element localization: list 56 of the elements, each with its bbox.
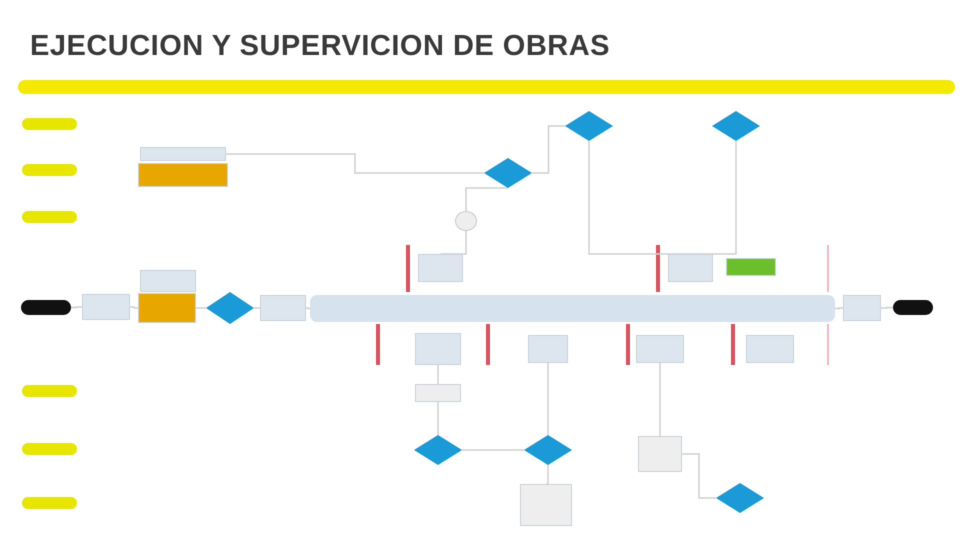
diagram-title: EJECUCION Y SUPERVICION DE OBRAS (30, 30, 610, 63)
process-box (638, 436, 682, 472)
band (310, 295, 835, 322)
process-box (418, 254, 463, 282)
decision-diamond (206, 292, 254, 324)
connector-line (462, 449, 524, 451)
connector-line (690, 141, 737, 255)
process-box (82, 294, 130, 320)
process-box (746, 335, 794, 363)
connector-line (465, 187, 508, 211)
terminal-pill (893, 300, 933, 315)
process-box (843, 295, 881, 321)
connector-line (835, 307, 843, 310)
process-box (138, 293, 196, 323)
process-box (528, 335, 568, 363)
connector-line (437, 365, 439, 384)
terminal-pill (21, 300, 71, 315)
process-box (668, 254, 713, 282)
connector-line (682, 453, 716, 499)
connector-line (440, 231, 467, 255)
process-box (22, 385, 77, 397)
decision-diamond (716, 483, 764, 513)
process-box (520, 484, 572, 526)
decision-diamond (414, 435, 462, 465)
process-box (415, 333, 461, 365)
connector-line (437, 402, 439, 435)
process-box (726, 258, 776, 276)
process-box (22, 164, 77, 176)
connector-line (547, 363, 549, 435)
process-box (22, 211, 77, 223)
process-box (415, 384, 461, 402)
process-box (260, 295, 306, 321)
band (18, 80, 955, 94)
decision-diamond (484, 158, 532, 188)
process-box (138, 163, 228, 187)
connector-line (196, 307, 206, 309)
process-box (140, 270, 196, 292)
connector-line (588, 141, 690, 255)
connector-line (226, 153, 484, 174)
decision-diamond (524, 435, 572, 465)
connector-line (881, 306, 893, 309)
connector-line (130, 306, 138, 309)
decision-diamond (565, 111, 613, 141)
connector-line (659, 363, 661, 436)
process-box (22, 497, 77, 509)
connector-line (532, 125, 565, 174)
process-box (22, 118, 77, 130)
process-box (636, 335, 684, 363)
process-box (140, 147, 226, 161)
decision-diamond (712, 111, 760, 141)
connector-line (71, 306, 82, 308)
process-box (22, 443, 77, 455)
connector-circle (455, 211, 477, 231)
connector-line (254, 307, 260, 309)
connector-line (306, 307, 310, 310)
connector-line (546, 465, 549, 485)
